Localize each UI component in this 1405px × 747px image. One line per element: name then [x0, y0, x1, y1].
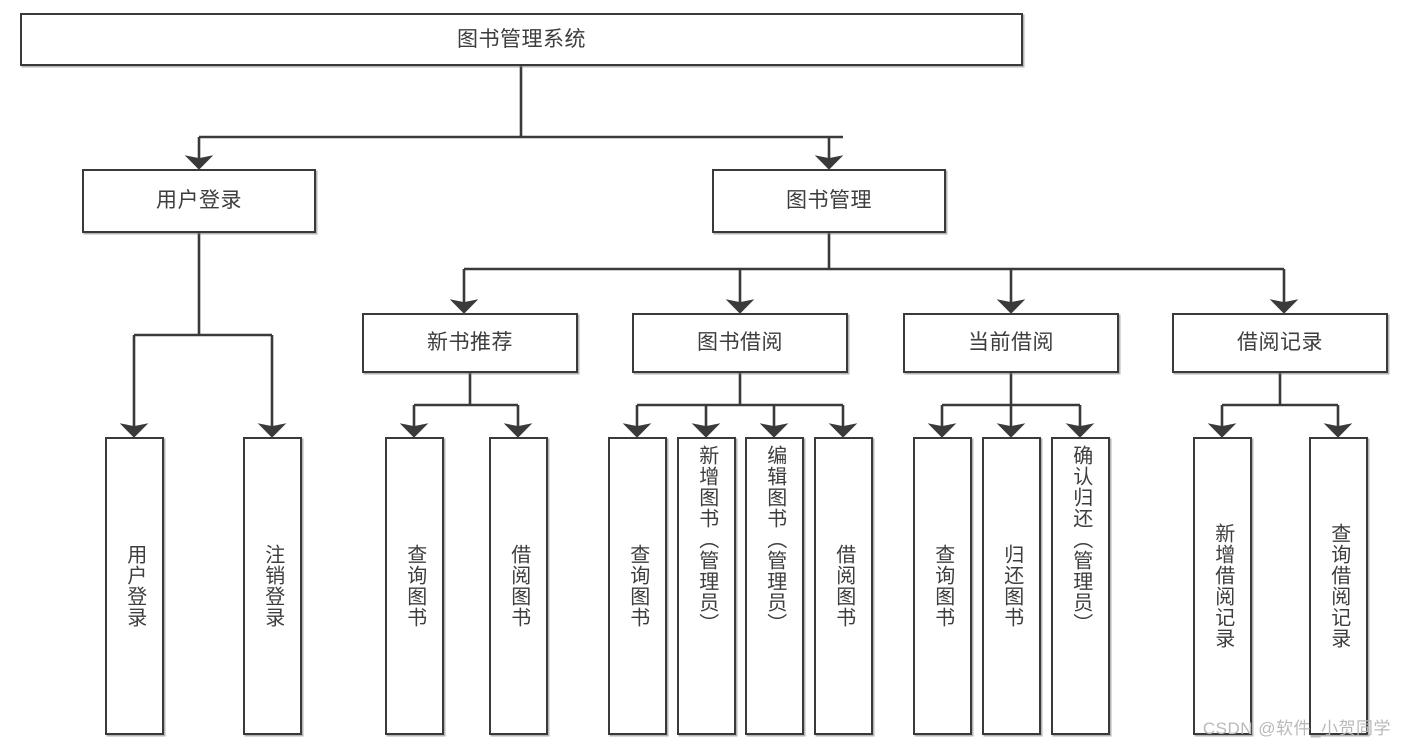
node-new-book-recommend-label: 新书推荐	[427, 331, 513, 355]
leaf-book-borrow-edit-book-admin-label: 编辑图书（管理员）	[763, 445, 786, 634]
leaf-book-borrow-query-books[interactable]: 查询图书	[608, 437, 667, 735]
node-user-login[interactable]: 用户登录	[82, 169, 316, 233]
leaf-book-borrow-add-book-admin-label: 新增图书（管理员）	[695, 445, 718, 634]
leaf-borrow-record-query-record-label: 查询借阅记录	[1327, 523, 1350, 649]
node-book-borrow[interactable]: 图书借阅	[632, 313, 848, 373]
leaf-user-login-login-label: 用户登录	[123, 544, 146, 628]
leaf-borrow-record-add-record-label: 新增借阅记录	[1211, 523, 1234, 649]
node-root-book-management-system[interactable]: 图书管理系统	[20, 13, 1023, 66]
node-current-borrow-label: 当前借阅	[968, 331, 1054, 355]
leaf-current-borrow-return-books[interactable]: 归还图书	[982, 437, 1041, 735]
node-book-borrow-label: 图书借阅	[697, 331, 783, 355]
leaf-user-login-login[interactable]: 用户登录	[105, 437, 164, 735]
leaf-book-borrow-borrow-books[interactable]: 借阅图书	[814, 437, 873, 735]
leaf-new-book-borrow-books-label: 借阅图书	[507, 544, 530, 628]
leaf-current-borrow-query-books[interactable]: 查询图书	[913, 437, 972, 735]
leaf-book-borrow-add-book-admin[interactable]: 新增图书（管理员）	[677, 437, 736, 735]
leaf-current-borrow-return-books-label: 归还图书	[1000, 544, 1023, 628]
node-root-label: 图书管理系统	[457, 27, 586, 51]
node-user-login-label: 用户登录	[156, 189, 242, 213]
leaf-user-login-logout[interactable]: 注销登录	[243, 437, 302, 735]
leaf-user-login-logout-label: 注销登录	[261, 544, 284, 628]
node-book-management[interactable]: 图书管理	[712, 169, 946, 233]
node-borrow-record-label: 借阅记录	[1237, 331, 1323, 355]
leaf-borrow-record-query-record[interactable]: 查询借阅记录	[1309, 437, 1368, 735]
node-book-management-label: 图书管理	[786, 189, 872, 213]
leaf-new-book-query-books-label: 查询图书	[403, 544, 426, 628]
leaf-new-book-borrow-books[interactable]: 借阅图书	[489, 437, 548, 735]
node-borrow-record[interactable]: 借阅记录	[1172, 313, 1388, 373]
node-new-book-recommend[interactable]: 新书推荐	[362, 313, 578, 373]
leaf-book-borrow-query-books-label: 查询图书	[626, 544, 649, 628]
leaf-new-book-query-books[interactable]: 查询图书	[385, 437, 444, 735]
node-current-borrow[interactable]: 当前借阅	[903, 313, 1119, 373]
leaf-borrow-record-add-record[interactable]: 新增借阅记录	[1193, 437, 1252, 735]
leaf-current-borrow-confirm-return-admin[interactable]: 确认归还（管理员）	[1051, 437, 1110, 735]
leaf-book-borrow-edit-book-admin[interactable]: 编辑图书（管理员）	[745, 437, 804, 735]
leaf-book-borrow-borrow-books-label: 借阅图书	[832, 544, 855, 628]
watermark-text: CSDN @软件_小贺同学	[1202, 719, 1391, 738]
leaf-current-borrow-query-books-label: 查询图书	[931, 544, 954, 628]
leaf-current-borrow-confirm-return-admin-label: 确认归还（管理员）	[1069, 445, 1092, 634]
